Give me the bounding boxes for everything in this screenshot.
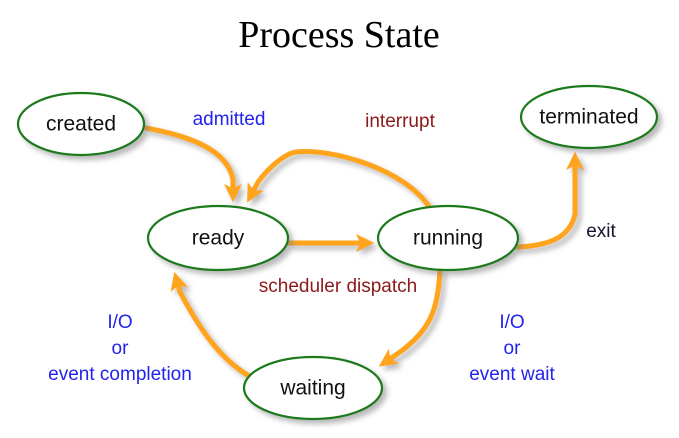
edge-label-io-event-completion: I/O or event completion bbox=[48, 312, 192, 385]
edge-label-io-event-wait-line2: or bbox=[504, 338, 522, 359]
node-waiting-ellipse[interactable] bbox=[242, 355, 384, 421]
edge-label-io-event-completion-line1: I/O bbox=[107, 312, 132, 333]
node-layer bbox=[16, 84, 659, 421]
edge-label-exit: exit bbox=[586, 221, 616, 242]
edge-label-io-event-wait-line3: event wait bbox=[469, 364, 555, 385]
node-running-ellipse[interactable] bbox=[376, 204, 520, 272]
node-label-created: created bbox=[46, 113, 116, 136]
edge-admitted bbox=[143, 125, 242, 203]
node-created-ellipse[interactable] bbox=[16, 91, 146, 157]
edge-exit bbox=[513, 151, 584, 250]
edge-layer bbox=[143, 125, 584, 381]
edge-label-io-event-completion-line3: event completion bbox=[48, 364, 192, 385]
edge-io-event-wait bbox=[378, 267, 443, 367]
node-terminated-ellipse[interactable] bbox=[519, 84, 659, 150]
node-label-ready: ready bbox=[192, 227, 245, 250]
edge-io-event-completion bbox=[170, 271, 256, 381]
node-label-terminated: terminated bbox=[539, 106, 638, 129]
edge-interrupt bbox=[247, 149, 433, 211]
edge-label-admitted: admitted bbox=[193, 109, 266, 130]
edge-label-scheduler-dispatch: scheduler dispatch bbox=[259, 276, 417, 297]
edge-label-io-event-completion-line2: or bbox=[112, 338, 130, 359]
edge-label-io-event-wait: I/O or event wait bbox=[469, 312, 555, 385]
edge-label-io-event-wait-line1: I/O bbox=[499, 312, 524, 333]
node-label-waiting: waiting bbox=[279, 377, 345, 400]
edge-label-interrupt: interrupt bbox=[365, 111, 435, 132]
page-title: Process State bbox=[238, 14, 440, 56]
node-ready-ellipse[interactable] bbox=[146, 204, 290, 272]
node-label-running: running bbox=[413, 227, 483, 250]
